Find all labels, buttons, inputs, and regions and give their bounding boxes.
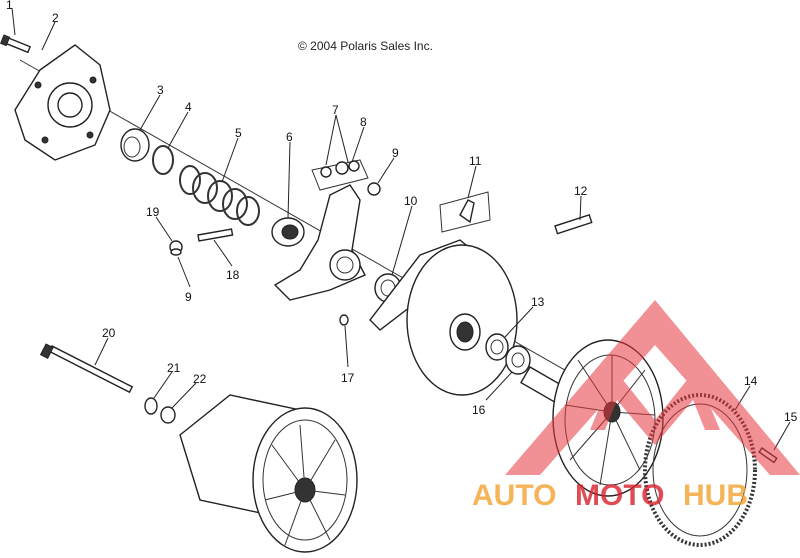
callout-19: 19: [146, 205, 160, 219]
watermark-moto: MOTO: [575, 479, 664, 512]
callout-22: 22: [193, 372, 207, 386]
callout-1: 1: [6, 0, 13, 12]
callout-4: 4: [185, 100, 192, 114]
callout-16: 16: [472, 403, 486, 417]
part-12-pin: [554, 213, 593, 235]
callout-8: 8: [360, 115, 367, 129]
watermark-logo: [505, 300, 800, 475]
callout-3: 3: [157, 83, 164, 97]
callout-5: 5: [235, 126, 242, 140]
watermark-hub: HUB: [683, 479, 748, 512]
spider-arm: [273, 184, 366, 301]
copyright-text: © 2004 Polaris Sales Inc.: [298, 39, 433, 53]
callout-20: 20: [102, 326, 116, 340]
callout-15: 15: [784, 410, 798, 424]
part-21-washer: [144, 397, 158, 415]
callout-13: 13: [531, 295, 545, 309]
callout-10: 10: [404, 194, 418, 208]
callout-labels: 1 2 3 4 5 6 7 8 9 9 10 11 12 13 14 15 16…: [6, 0, 798, 424]
callout-7: 7: [332, 103, 339, 117]
part-16-bushing: [505, 345, 531, 375]
part-6-roller: [271, 217, 305, 247]
part-2-cover: [14, 44, 111, 161]
part-4-snap-ring: [152, 145, 174, 175]
moveable-sheave: [369, 239, 518, 396]
watermark-auto: AUTO: [472, 479, 556, 512]
callout-21: 21: [167, 361, 181, 375]
watermark-text: AUTO MOTO HUB: [472, 479, 748, 512]
part-20-long-bolt: [39, 343, 134, 394]
assembled-clutch: [179, 394, 358, 553]
part-9-nut-upper: [367, 182, 381, 196]
callout-18: 18: [226, 268, 240, 282]
part-18-pin: [197, 228, 234, 242]
callout-6: 6: [286, 130, 293, 144]
callout-2: 2: [52, 11, 59, 25]
part-5-spring: [179, 165, 260, 226]
part-22-nut: [160, 406, 176, 424]
callout-11: 11: [469, 154, 482, 168]
leader-lines: [11, 7, 791, 451]
part-9-nut-lower: [170, 248, 182, 256]
part-1-bolt: [0, 34, 32, 54]
callout-9-upper: 9: [392, 146, 399, 160]
callout-17: 17: [341, 371, 355, 385]
callout-9-lower: 9: [185, 290, 192, 304]
part-17-screw: [339, 314, 349, 326]
callout-12: 12: [574, 184, 588, 198]
part-7-8-bushings: [311, 159, 369, 191]
callout-14: 14: [744, 374, 758, 388]
part-11-bracket: [439, 191, 491, 233]
part-13-bushing: [485, 333, 509, 361]
part-3-bearing: [120, 128, 150, 162]
